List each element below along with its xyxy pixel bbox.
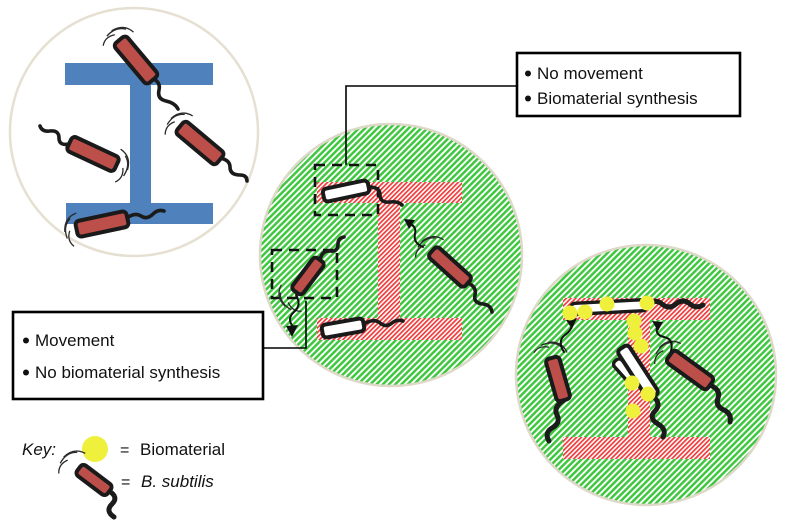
circle-attachment-state — [258, 122, 524, 388]
red-bacterium — [649, 334, 716, 392]
connector-line-left — [263, 301, 307, 349]
key-equals: = — [120, 442, 129, 459]
key-bacterium-icon — [53, 443, 114, 498]
key-biomaterial-swatch — [82, 436, 108, 462]
arrowhead — [404, 219, 415, 229]
circle-biomaterial-state — [514, 243, 778, 507]
bacterium-body — [74, 462, 114, 498]
flagellum — [644, 298, 706, 310]
key-flagellum — [106, 488, 118, 520]
biomaterial-dot — [562, 305, 578, 321]
flagellum — [362, 318, 405, 328]
ibeam-hatched — [317, 182, 462, 340]
red-bacterium — [159, 105, 226, 167]
movement-arrow — [407, 222, 424, 248]
callout-line: No biomaterial synthesis — [35, 363, 220, 382]
flagellum — [125, 208, 166, 220]
bullet-dot — [23, 369, 29, 376]
circle-free-swimming — [8, 6, 260, 258]
movement-arrow — [289, 294, 300, 329]
key-biomaterial-label: Biomaterial — [140, 440, 225, 459]
movement-arrow — [655, 326, 673, 352]
dashed-highlight-box-left — [270, 248, 339, 300]
bacterium-body — [65, 135, 121, 173]
callout-line: No movement — [537, 64, 643, 83]
bacterium-body — [427, 245, 473, 289]
bacterium-body — [320, 178, 372, 204]
callout-frame — [515, 51, 742, 118]
arrowhead — [652, 321, 663, 331]
biomaterial-dot — [625, 403, 641, 419]
biomaterial-dot — [577, 304, 593, 320]
flagellum — [544, 397, 567, 444]
white-bacterium — [319, 316, 367, 340]
red-bacterium — [410, 229, 473, 289]
bacterium-body — [664, 348, 716, 392]
flagellum — [707, 382, 733, 425]
red-bacterium — [271, 255, 326, 317]
biomaterial-dot — [633, 338, 649, 354]
biomaterial-dot — [627, 325, 643, 341]
connector-line-top — [345, 85, 517, 165]
bullet-dot — [525, 70, 531, 77]
biomaterial-dot — [639, 295, 655, 311]
callout-box-movement: Movement No biomaterial synthesis — [11, 310, 265, 401]
biomaterial-dot — [599, 296, 615, 312]
biomaterial-dots — [562, 295, 656, 419]
callout-frame — [11, 310, 265, 401]
red-bacterium — [98, 19, 160, 86]
flagellum — [318, 235, 346, 262]
bacterium-body — [319, 316, 367, 340]
arrowhead — [286, 325, 298, 337]
callout-box-no-movement: No movement Biomaterial synthesis — [515, 51, 742, 118]
flagellum — [38, 124, 71, 147]
callout-line: Movement — [35, 331, 115, 350]
bacterium-body — [290, 255, 326, 297]
bacterium-body — [112, 34, 160, 86]
arrowhead — [566, 318, 577, 329]
white-bacterium — [320, 178, 372, 204]
bacterium-body — [174, 119, 226, 167]
bullet-dot — [525, 95, 531, 102]
callout-line: Biomaterial synthesis — [537, 89, 698, 108]
key-bacteria-label: B. subtilis — [141, 472, 214, 491]
flagellum — [367, 185, 404, 207]
flagellum — [150, 76, 180, 111]
flagellum — [218, 156, 249, 183]
key-title: Key: — [22, 440, 56, 459]
bacterium-body — [73, 209, 131, 239]
bacterium-body — [544, 354, 572, 404]
red-bacterium — [60, 209, 131, 249]
flagellum — [466, 281, 494, 314]
biomaterial-dot — [626, 313, 642, 329]
red-bacterium — [531, 337, 572, 404]
biomaterial-dot — [640, 386, 656, 402]
biomaterial-dot — [624, 375, 640, 391]
red-bacterium — [65, 135, 135, 186]
key-legend: Key: = Biomaterial = B. subtilis — [22, 436, 225, 520]
key-equals: = — [121, 474, 130, 491]
ibeam-blue — [65, 63, 213, 224]
bullet-dot — [23, 337, 29, 344]
flagellum — [649, 393, 667, 440]
